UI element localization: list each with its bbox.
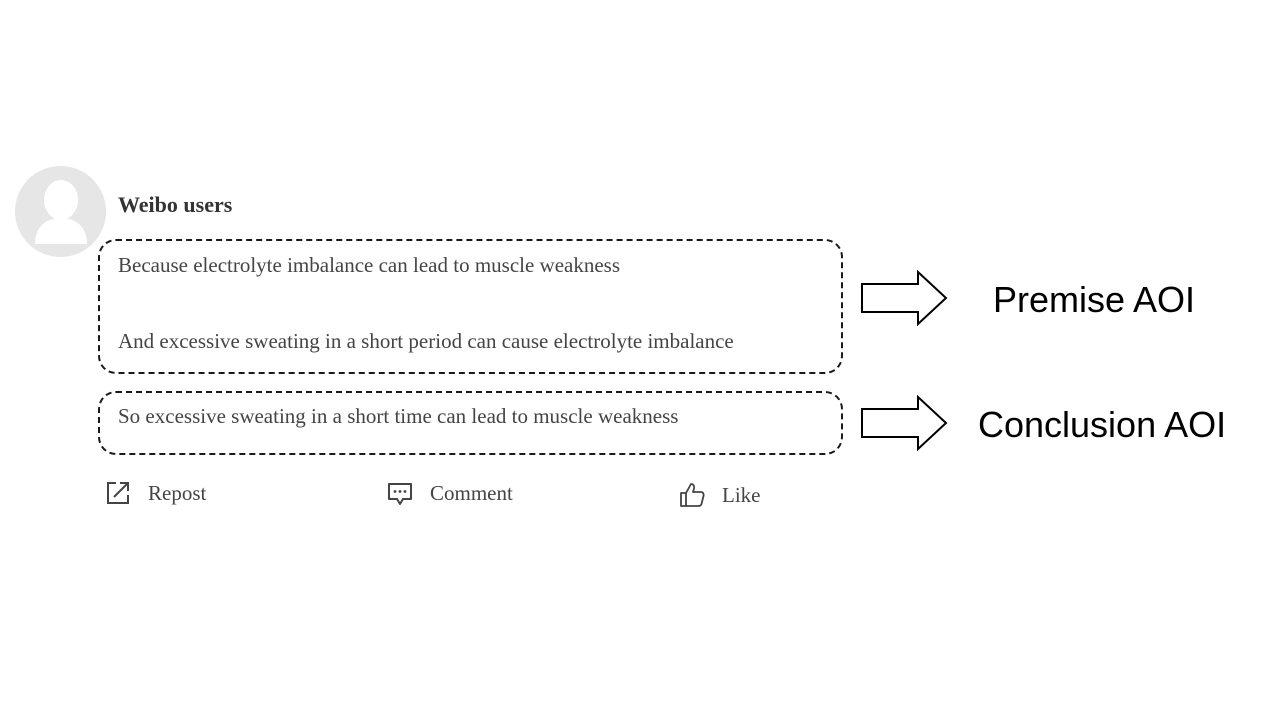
comment-label: Comment <box>430 480 513 505</box>
conclusion-aoi-box <box>98 391 843 455</box>
user-avatar[interactable] <box>15 166 106 257</box>
comment-icon <box>386 479 414 507</box>
like-button[interactable]: Like <box>678 480 760 510</box>
repost-icon <box>104 479 132 507</box>
username[interactable]: Weibo users <box>118 192 233 217</box>
conclusion-aoi-label: Conclusion AOI <box>978 404 1227 445</box>
premise-aoi-label: Premise AOI <box>993 279 1196 320</box>
comment-button[interactable]: Comment <box>386 478 513 508</box>
premise-arrow-icon <box>861 270 948 326</box>
default-avatar-icon <box>15 166 106 257</box>
repost-label: Repost <box>148 480 207 505</box>
premise-aoi-box <box>98 239 843 374</box>
premise-line-2: And excessive sweating in a short period… <box>118 329 734 353</box>
repost-button[interactable]: Repost <box>104 478 206 508</box>
thumbs-up-icon <box>678 481 706 509</box>
conclusion-line: So excessive sweating in a short time ca… <box>118 404 679 428</box>
conclusion-arrow-icon <box>861 395 948 451</box>
premise-line-1: Because electrolyte imbalance can lead t… <box>118 253 621 277</box>
like-label: Like <box>722 482 761 507</box>
